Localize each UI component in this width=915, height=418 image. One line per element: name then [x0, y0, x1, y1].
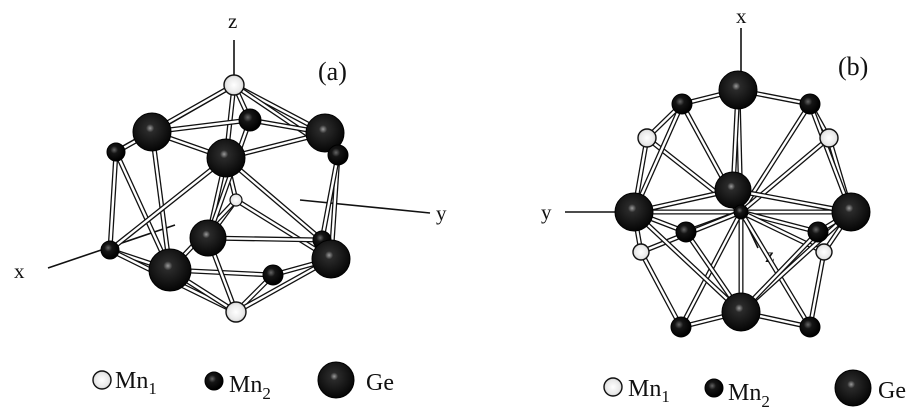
ge-atom — [831, 192, 871, 232]
mn2-legend-label: Mn2 — [728, 380, 770, 411]
bond-rod-core — [109, 157, 227, 251]
mn2-atom — [807, 221, 829, 243]
mn2-atom — [675, 221, 697, 243]
bond-rod-core — [633, 211, 742, 313]
bond-rod-core — [739, 211, 812, 328]
ge-atom — [614, 192, 654, 232]
mn2-atom — [238, 108, 262, 132]
panel-b-label: (b) — [838, 52, 868, 81]
mn1-legend-label: Mn1 — [628, 376, 670, 406]
mn2-atom — [262, 264, 284, 286]
panel-b-left-axis-label: y — [541, 200, 552, 224]
ge-atom — [132, 112, 172, 152]
bond-rod-core — [320, 154, 340, 241]
panel-a: z y x (a) — [14, 9, 447, 323]
panel-a-y-axis — [299, 199, 431, 214]
mn1-atom — [815, 243, 833, 261]
bond-rod-core — [206, 119, 252, 239]
ge-atom — [305, 113, 345, 153]
bond-rod-core — [740, 210, 819, 234]
panel-b: x y z (b) — [541, 4, 871, 338]
bond-rod-core — [732, 188, 852, 214]
mn2-atom — [106, 142, 126, 162]
bond-rod-core — [108, 151, 118, 251]
mn2-atom — [671, 93, 693, 115]
panel-a-left-axis-label: x — [14, 259, 25, 283]
ge-atom — [311, 239, 351, 279]
bond-rod-core — [225, 157, 323, 241]
mn1-atom — [637, 128, 657, 148]
legend-a: Mn1 Mn2 Ge — [92, 361, 394, 403]
bond-rod-core — [639, 251, 683, 328]
bond-rod-core — [150, 131, 172, 271]
mn1-atom — [632, 243, 650, 261]
mn2-atom — [799, 93, 821, 115]
mn2-legend-icon — [204, 371, 224, 391]
legend-b: Mn1 Mn2 Ge — [603, 369, 906, 411]
panel-a-atoms — [100, 74, 351, 323]
mn1-atom — [819, 128, 839, 148]
mn1-atom — [223, 74, 245, 96]
ge-legend-label: Ge — [878, 378, 906, 404]
bond-rod-core — [740, 210, 825, 254]
ge-atom — [148, 248, 192, 292]
ge-legend-icon — [834, 369, 872, 407]
mn1-legend-icon — [92, 370, 112, 390]
mn1-atom — [225, 301, 247, 323]
panel-a-label: (a) — [318, 57, 347, 86]
bond-rod-core — [632, 103, 684, 213]
ge-atom — [206, 138, 246, 178]
mn2-legend-icon — [704, 378, 724, 398]
ge-atom — [189, 219, 227, 257]
mn1-legend-icon — [603, 377, 623, 397]
mn1-legend-label: Mn1 — [115, 368, 157, 398]
mn2-atom — [799, 316, 821, 338]
mn2-atom — [733, 204, 749, 220]
mn1-atom — [229, 193, 243, 207]
panel-a-right-axis-label: y — [436, 201, 447, 225]
ge-legend-icon — [317, 361, 355, 399]
ge-atom — [714, 171, 752, 209]
panel-a-vertical-axis-label: z — [228, 9, 237, 33]
mn2-legend-label: Mn2 — [229, 372, 271, 403]
mn2-atom — [100, 240, 120, 260]
ge-legend-label: Ge — [366, 370, 394, 396]
panel-b-atoms — [614, 70, 871, 338]
ge-atom — [721, 292, 761, 332]
bond-rod-core — [740, 137, 830, 213]
bond-rod-core — [808, 251, 826, 328]
mn2-atom — [670, 316, 692, 338]
mn2-atom — [327, 144, 349, 166]
panel-b-vertical-axis-label: x — [736, 4, 747, 28]
bond-rod-core — [207, 236, 323, 242]
ge-atom — [718, 70, 758, 110]
bond-rod-core — [114, 151, 172, 271]
